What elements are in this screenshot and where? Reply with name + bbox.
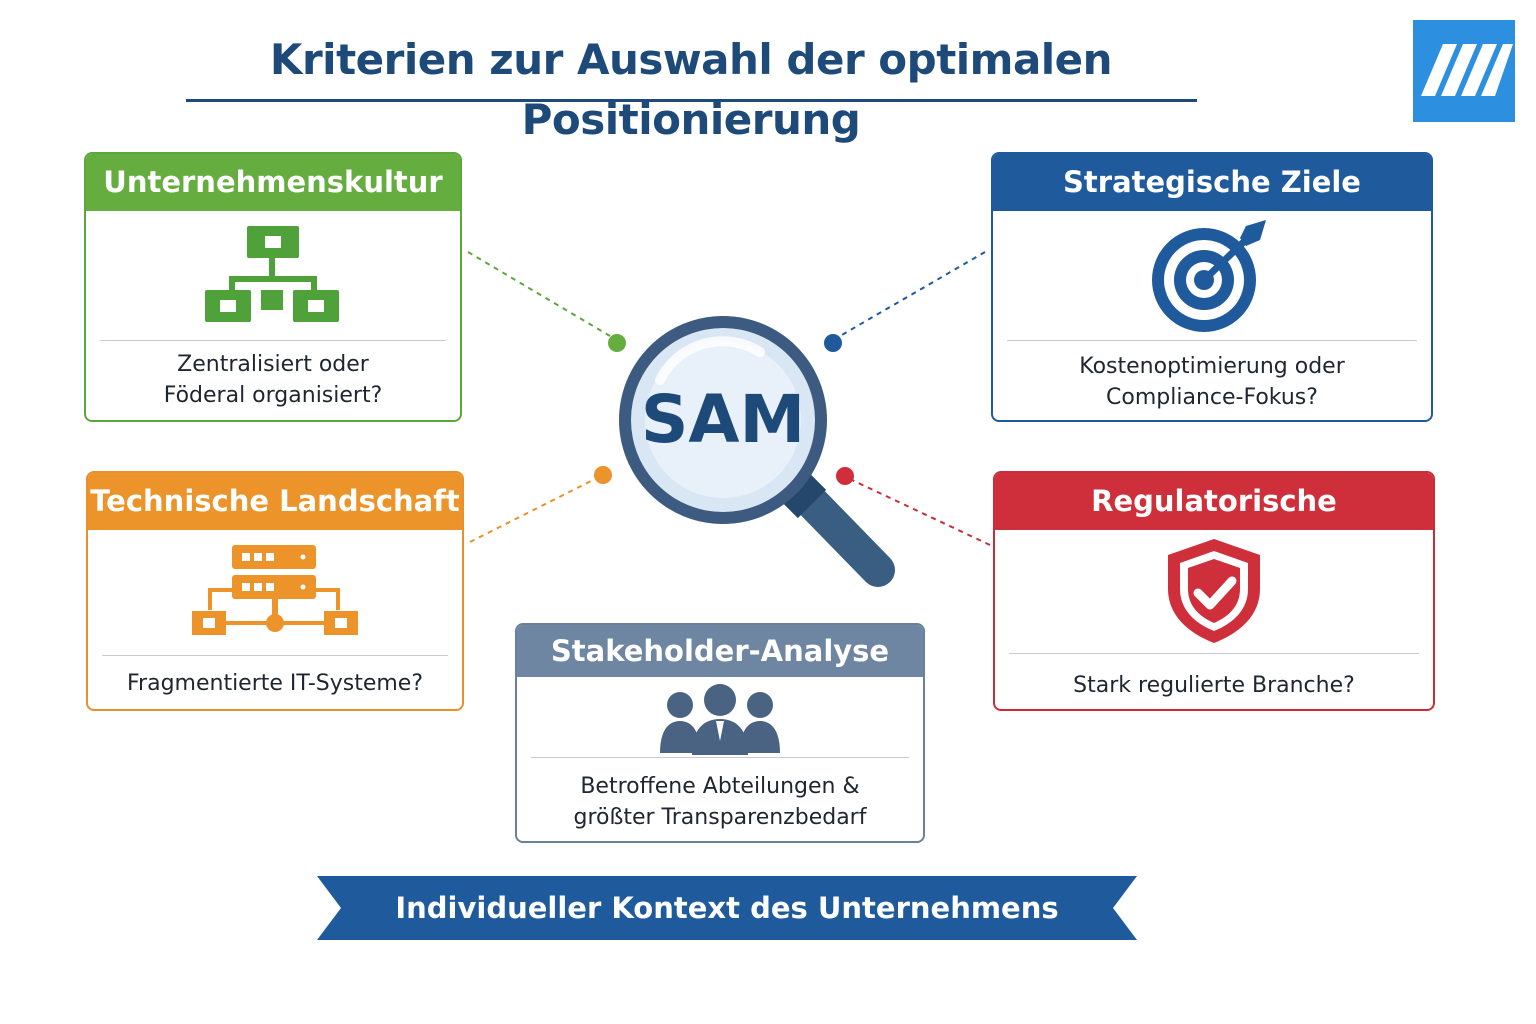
card-question-line-2: Compliance-Fokus? [1106, 385, 1318, 410]
card-divider [531, 757, 909, 758]
card-question-line-2: Föderal organisiert? [163, 383, 383, 408]
card-question-line-1: Betroffene Abteilungen & [580, 774, 860, 799]
card-divider [1009, 653, 1419, 654]
card-regulatorische-anforderungen: Regulatorische Anforderungen Stark regul… [993, 471, 1435, 711]
dot-technical [594, 466, 612, 484]
card-technische-landschaft: Technische Landschaft [86, 471, 464, 711]
connector-strategy [839, 251, 986, 337]
card-stakeholder-analyse: Stakeholder-Analyse Betroffene Abteilung… [515, 623, 925, 843]
card-question-line-1: Fragmentierte IT-Systeme? [126, 671, 424, 696]
banner-text: Individueller Kontext des Unternehmens [395, 891, 1059, 925]
card-question-line-2: größter Transparenzbedarf [573, 805, 867, 830]
card-question-line-1: Kostenoptimierung oder [1079, 354, 1345, 379]
card-divider [1007, 340, 1417, 341]
shield-check-icon [995, 537, 1433, 645]
center-label: SAM [640, 381, 806, 458]
stripes-logo-icon [1413, 20, 1515, 122]
people-group-icon [517, 683, 923, 757]
card-strategische-ziele: Strategische Ziele Kostenoptimierung ode… [991, 152, 1433, 422]
bottom-ribbon-banner [317, 876, 1137, 940]
connector-technical [469, 477, 598, 543]
card-heading: Technische Landschaft [88, 473, 462, 530]
card-divider [100, 340, 446, 341]
title-underline [186, 99, 1197, 102]
org-chart-icon [86, 224, 460, 324]
card-heading: Stakeholder-Analyse [517, 625, 923, 677]
card-divider [102, 655, 448, 656]
card-heading: Unternehmenskultur [86, 154, 460, 211]
connector-culture [467, 251, 611, 337]
page-title: Kriterien zur Auswahl der optimalen Posi… [269, 35, 1113, 144]
card-question-line-1: Stark regulierte Branche? [1073, 673, 1355, 698]
server-network-icon [88, 543, 462, 639]
connector-regulatory [851, 479, 991, 546]
magnifier-icon [619, 316, 895, 587]
target-icon [993, 220, 1431, 336]
card-heading: Strategische Ziele [993, 154, 1431, 211]
dot-strategy [824, 334, 842, 352]
card-heading: Regulatorische Anforderungen [995, 473, 1433, 575]
dot-culture [608, 334, 626, 352]
dot-regulatory [836, 467, 854, 485]
card-unternehmenskultur: Unternehmenskultur Zentralisiert oder Fö… [84, 152, 462, 422]
card-question-line-1: Zentralisiert oder [177, 352, 369, 377]
